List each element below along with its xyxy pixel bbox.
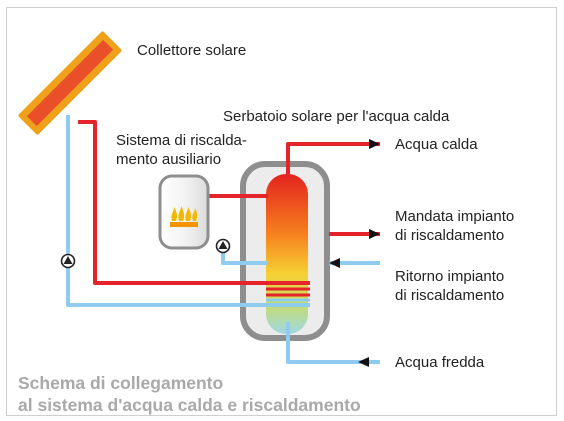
auxiliary-heater xyxy=(158,174,210,250)
label-return-line1: Ritorno impianto xyxy=(395,268,505,285)
heat-exchanger-coil xyxy=(266,281,310,307)
label-aux-line2: mento ausiliario xyxy=(116,151,222,168)
hot-water-pipe xyxy=(286,142,380,178)
solar-flow-pipe xyxy=(78,120,310,285)
label-hot-water: Acqua calda xyxy=(395,136,478,153)
arrow-icon xyxy=(329,139,380,367)
label-tank: Serbatoio solare per l'acqua calda xyxy=(223,108,450,125)
flame-icon xyxy=(170,206,198,227)
caption-line1: Schema di collegamento xyxy=(18,373,224,393)
label-cold-water: Acqua fredda xyxy=(395,354,485,371)
tank-interior xyxy=(266,174,308,334)
caption-line2: al sistema d'acqua calda e riscaldamento xyxy=(18,395,361,415)
label-return-line2: di riscaldamento xyxy=(395,287,505,304)
cold-water-pipe xyxy=(286,322,380,364)
label-aux-line1: Sistema di riscalda- xyxy=(116,132,247,149)
label-collector: Collettore solare xyxy=(137,42,247,59)
solar-collector xyxy=(18,31,122,135)
solar-return-pipe xyxy=(66,115,310,307)
pump-icon xyxy=(215,238,231,254)
label-supply-line1: Mandata impianto xyxy=(395,208,515,225)
pump-icon xyxy=(60,253,76,269)
label-supply-line2: di riscaldamento xyxy=(395,227,505,244)
cold-pipes xyxy=(66,115,380,364)
